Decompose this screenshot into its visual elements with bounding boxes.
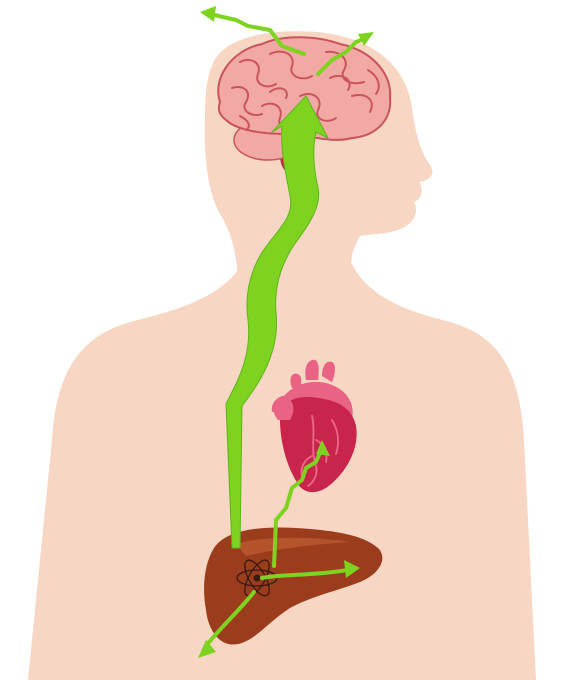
left-atrium <box>273 398 293 420</box>
torso-shape <box>28 264 536 680</box>
atom-nucleus <box>254 575 261 582</box>
brain-out-left-arrowhead <box>200 6 216 22</box>
